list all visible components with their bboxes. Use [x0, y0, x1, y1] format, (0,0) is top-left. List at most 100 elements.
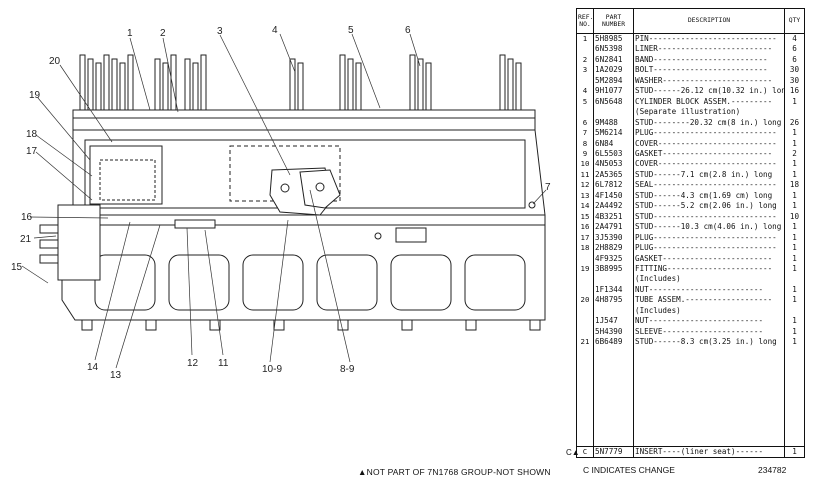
- row-description: STUD------7.1 cm(2.8 in.) long: [633, 169, 785, 181]
- row-description: FITTING-----------------------: [633, 263, 785, 275]
- row-description: STUD--------20.32 cm(8 in.) long: [633, 117, 785, 129]
- row-ref-no: [576, 326, 594, 338]
- bottom-nut: [81, 319, 93, 331]
- callout-13: 13: [110, 370, 122, 381]
- top-studs: [79, 54, 522, 111]
- row-ref-no: 6: [576, 117, 594, 129]
- row-part-number: 6N84: [593, 138, 634, 149]
- row-qty: 2: [792, 148, 797, 158]
- row-ref-no: 10: [576, 159, 594, 170]
- row-part-number: 1A2029: [593, 65, 634, 76]
- row-part-number: 2H8829: [593, 243, 634, 254]
- row-description: LINER-------------------------: [633, 44, 785, 55]
- row-part-number: 6L5503: [593, 148, 634, 160]
- callout-20: 20: [49, 56, 61, 67]
- row-ref-no: 19: [576, 263, 594, 275]
- row-part-number: 6B6489: [593, 337, 634, 348]
- stud: [339, 54, 346, 111]
- crankcase-window: [390, 254, 452, 311]
- callout-15: 15: [11, 262, 23, 273]
- row-qty: 1: [792, 190, 797, 200]
- row-description: PLUG---------------------------: [633, 232, 785, 244]
- row-ref-no: 5: [576, 96, 594, 108]
- stud: [119, 62, 126, 111]
- callout-11: 11: [218, 358, 229, 369]
- callout-18: 18: [26, 129, 38, 140]
- row-qty: 6: [792, 44, 797, 54]
- stud: [355, 62, 362, 111]
- callout-8-9: 8-9: [340, 364, 355, 375]
- callout-16: 16: [21, 212, 33, 223]
- bottom-nut: [529, 319, 541, 331]
- callout-14: 14: [87, 362, 99, 373]
- row-qty: 1: [792, 128, 797, 138]
- row-part-number: 4N5053: [593, 159, 634, 170]
- stud: [417, 58, 424, 111]
- row-description: INSERT----(liner seat)------: [633, 446, 785, 458]
- row-part-number: 2A5365: [593, 169, 634, 181]
- row-ref-no: [576, 316, 594, 327]
- row-qty: 1: [792, 284, 797, 294]
- row-qty: 1: [792, 138, 797, 148]
- callout-12: 12: [187, 358, 199, 369]
- row-description: PIN----------------------------: [633, 33, 785, 45]
- row-ref-no: [576, 44, 594, 55]
- row-part-number: 6N5398: [593, 44, 634, 55]
- header-description: DESCRIPTION: [633, 8, 785, 34]
- row-qty: 30: [789, 75, 800, 85]
- row-description: (Includes): [633, 305, 785, 317]
- row-part-number: [593, 107, 634, 118]
- row-description: TUBE ASSEM.-------------------: [633, 295, 785, 306]
- row-description: STUD------8.3 cm(3.25 in.) long: [633, 337, 785, 348]
- parts-table-row: (Separate illustration): [576, 107, 805, 118]
- row-qty: 1: [792, 337, 797, 347]
- row-ref-no: [576, 75, 594, 87]
- callout-1: 1: [127, 28, 133, 39]
- row-ref-no: 12: [576, 180, 594, 191]
- callout-6: 6: [405, 25, 411, 36]
- change-note: C INDICATES CHANGE: [583, 465, 675, 475]
- header-ref-no: REF. NO.: [576, 8, 594, 34]
- row-part-number: 6N2841: [593, 54, 634, 66]
- callout-2: 2: [160, 28, 166, 39]
- stud: [289, 58, 296, 111]
- stud: [515, 62, 522, 111]
- row-part-number: 2A4492: [593, 201, 634, 212]
- row-description: GASKET------------------------: [633, 148, 785, 160]
- row-qty: 1: [792, 263, 797, 273]
- row-part-number: 6N5648: [593, 96, 634, 108]
- row-part-number: 4F1450: [593, 190, 634, 202]
- row-qty: 18: [789, 180, 800, 190]
- row-part-number: 6L7812: [593, 180, 634, 191]
- row-qty: 4: [792, 34, 797, 43]
- drawing-number: 234782: [758, 465, 787, 475]
- row-description: BAND-------------------------: [633, 54, 785, 66]
- footnote: ▲NOT PART OF 7N1768 GROUP-NOT SHOWN: [358, 467, 551, 477]
- row-description: (Includes): [633, 274, 785, 285]
- row-part-number: 9M488: [593, 117, 634, 129]
- row-ref-no: 7: [576, 128, 594, 139]
- callout-19: 19: [29, 90, 41, 101]
- row-ref-no: 20: [576, 295, 594, 306]
- row-part-number: 5H8985: [593, 33, 634, 45]
- callout-17: 17: [26, 146, 38, 157]
- stud: [347, 58, 354, 111]
- row-ref-no: 16: [576, 222, 594, 233]
- callout-3: 3: [217, 26, 223, 37]
- parts-table-row: (Includes): [576, 305, 805, 317]
- row-part-number: 4B3251: [593, 211, 634, 223]
- bottom-nut: [273, 319, 285, 331]
- stud: [200, 54, 207, 111]
- row-ref-no: 11: [576, 169, 594, 181]
